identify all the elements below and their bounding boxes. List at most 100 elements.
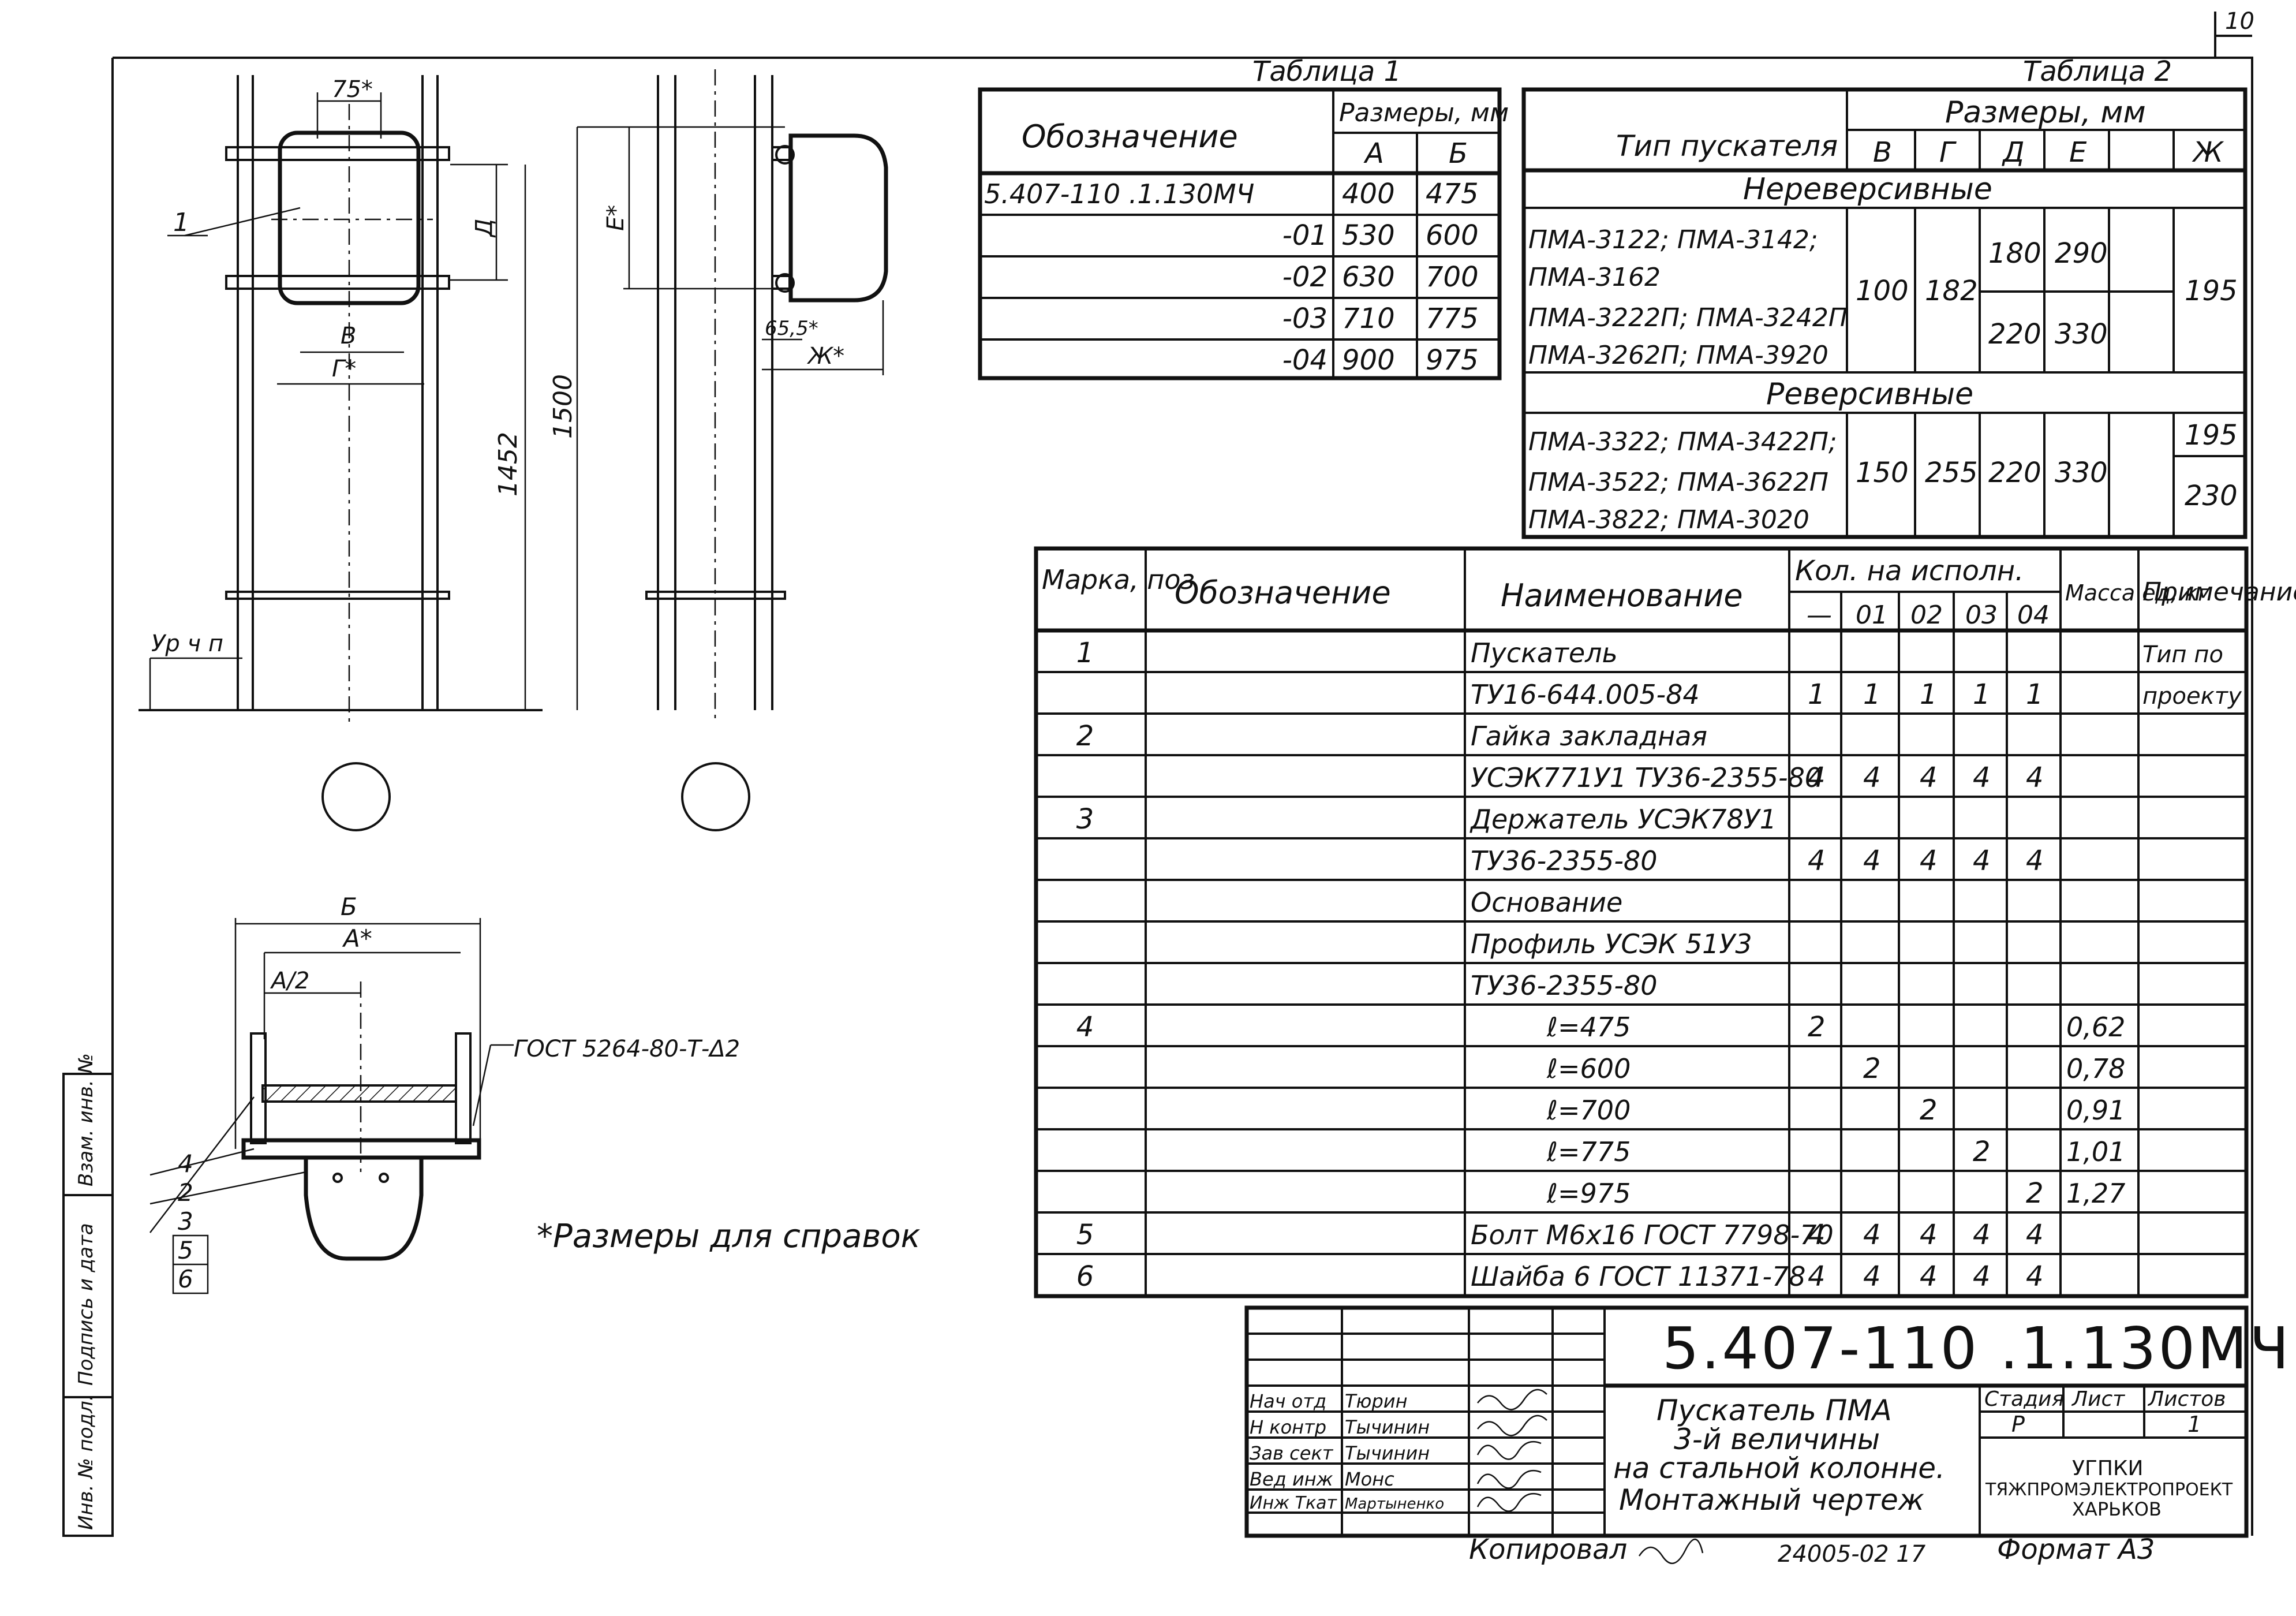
spec-name: Основание — [1471, 887, 1622, 918]
spec-mass: 0,91 — [2066, 1095, 2125, 1126]
table2-rev-type: ПМА-3322; ПМА-3422П; — [1528, 427, 1837, 457]
sheets-header: Листов — [2147, 1387, 2226, 1411]
table1-h-a: А — [1363, 137, 1384, 170]
spec-h-variant: 03 — [1965, 600, 1998, 630]
title-code: 5.407-110 .1.130МЧ — [1662, 1315, 2291, 1382]
spec-h-variant: 01 — [1856, 600, 1888, 630]
spec-qty: 4 — [2026, 1219, 2044, 1251]
spec-note: Тип по — [2142, 641, 2223, 668]
table1-designation: -04 — [1282, 344, 1328, 376]
pos-label-6: 6 — [178, 1265, 193, 1293]
name: Тычинин — [1345, 1442, 1430, 1464]
spec-qty: 4 — [1808, 1260, 1826, 1293]
table2-nonrev-type: ПМА-3262П; ПМА-3920 — [1528, 341, 1828, 370]
table1-designation: -02 — [1282, 261, 1328, 293]
spec-name: ℓ=700 — [1546, 1095, 1631, 1126]
name: Тычинин — [1345, 1416, 1430, 1438]
note-reference: *Размеры для справок — [537, 1218, 921, 1255]
spec-qty: 2 — [1920, 1094, 1938, 1126]
spec-qty: 2 — [2026, 1177, 2044, 1210]
table2-nonrev-d: 220 — [1988, 318, 2041, 350]
spec-qty: 4 — [1920, 1260, 1938, 1293]
spec-pos: 4 — [1076, 1011, 1094, 1043]
spec-table: Марка, поз Обозначение Наименование Кол.… — [1034, 546, 2296, 1298]
role: Н контр — [1250, 1416, 1326, 1438]
table2-nonrev-e: 290 — [2055, 237, 2108, 270]
table2-caption: Таблица 2 — [2023, 55, 2172, 88]
table2-rev-zh: 230 — [2185, 480, 2238, 512]
side-stamp-inv: Инв. № подл. — [74, 1394, 98, 1530]
spec-name: ℓ=475 — [1546, 1012, 1631, 1043]
side-stamp: Инв. № подл. Подпись и дата Взам. инв. № — [62, 1053, 114, 1537]
spec-name: Держатель УСЭК78У1 — [1469, 804, 1777, 835]
table2-rev-type: ПМА-3822; ПМА-3020 — [1528, 505, 1809, 535]
spec-mass: 0,78 — [2066, 1053, 2125, 1084]
table2-rev-v: 150 — [1856, 457, 1909, 489]
table2-rev-g: 255 — [1925, 457, 1978, 489]
spec-h-qty: Кол. на исполн. — [1795, 555, 2024, 587]
copied-label: Копировал — [1469, 1533, 1627, 1566]
dim-a2: А/2 — [270, 968, 309, 994]
table1-designation: -01 — [1282, 219, 1328, 252]
footer: Копировал 24005-02 17 Формат А3 — [1469, 1533, 2155, 1568]
table2-nonrev-v: 100 — [1856, 275, 1909, 307]
front-view: 75* В Г* Д 1452 1 Ур ч п — [139, 75, 543, 831]
spec-qty: 4 — [1973, 1219, 1991, 1251]
spec-name: Болт М6х16 ГОСТ 7798-70 — [1471, 1219, 1834, 1251]
table2-section-rev: Реверсивные — [1766, 377, 1973, 412]
spec-pos: 5 — [1076, 1219, 1094, 1251]
table1-b: 475 — [1426, 178, 1479, 210]
table2-h-type: Тип пускателя — [1616, 129, 1838, 163]
dim-655: 65,5* — [765, 317, 818, 340]
spec-name: ТУ36-2355-80 — [1471, 845, 1657, 876]
dim-1500: 1500 — [548, 374, 578, 439]
spec-h-mark: Марка, поз — [1042, 564, 1195, 595]
title-block: 5.407-110 .1.130МЧ Пускатель ПМА 3-й вел… — [1244, 1305, 2291, 1538]
spec-qty: 4 — [1863, 1260, 1881, 1293]
dim-b: Б — [341, 893, 357, 921]
spec-qty: 1 — [2026, 678, 2044, 711]
spec-name: ℓ=775 — [1546, 1136, 1631, 1167]
spec-qty: 1 — [1808, 678, 1826, 711]
table1-h-b: Б — [1449, 137, 1468, 170]
label-1: 1 — [173, 208, 189, 237]
spec-name: ℓ=600 — [1546, 1053, 1631, 1084]
pos-label-4: 4 — [178, 1150, 193, 1178]
spec-h-designation: Обозначение — [1175, 574, 1391, 611]
format-label: Формат А3 — [1997, 1533, 2155, 1566]
org-line: ХАРЬКОВ — [2072, 1498, 2162, 1520]
spec-qty: 4 — [1808, 845, 1826, 877]
spec-name: Гайка закладная — [1471, 721, 1707, 752]
spec-h-note: Примечание — [2142, 577, 2296, 607]
table1-a: 630 — [1342, 261, 1395, 293]
table2-col-g: Г — [1939, 136, 1957, 169]
table2-nonrev-type: ПМА-3122; ПМА-3142; — [1528, 225, 1818, 255]
dim-g: Г* — [332, 356, 356, 382]
table1-h-designation: Обозначение — [1022, 118, 1238, 155]
table1-b: 700 — [1426, 261, 1479, 293]
table1-b: 775 — [1426, 303, 1479, 335]
spec-h-variant: 04 — [2017, 600, 2050, 630]
spec-qty: 4 — [2026, 762, 2044, 794]
name: Тюрин — [1345, 1390, 1408, 1412]
spec-qty: 4 — [1808, 762, 1826, 794]
spec-qty: 2 — [1863, 1053, 1881, 1085]
table1-a: 710 — [1342, 303, 1395, 335]
spec-h-variant: 02 — [1910, 600, 1943, 630]
dim-75: 75* — [332, 76, 373, 103]
spec-name: Шайба 6 ГОСТ 11371-78 — [1471, 1261, 1805, 1292]
spec-name: УСЭК771У1 ТУ36-2355-80 — [1471, 762, 1822, 793]
dim-e: Е* — [603, 205, 629, 231]
section-view: Б А* А/2 ГОСТ 5264-80-Т-Δ2 4 2 3 5 6 *Ра… — [149, 893, 921, 1294]
side-stamp-replace: Взам. инв. № — [74, 1053, 98, 1186]
table1-h-sizes: Размеры, мм — [1339, 98, 1509, 128]
spec-qty: 2 — [1973, 1136, 1991, 1168]
spec-qty: 4 — [2026, 1260, 2044, 1293]
spec-mass: 1,01 — [2066, 1136, 2125, 1167]
table-1: Таблица 1 Обозначение Размеры, мм А Б 5.… — [978, 55, 1509, 380]
spec-qty: 4 — [2026, 845, 2044, 877]
org-line: ТЯЖПРОМЭЛЕКТРОПРОЕКТ — [1985, 1480, 2233, 1500]
table2-nonrev-type: ПМА-3222П; ПМА-3242П — [1528, 303, 1848, 333]
